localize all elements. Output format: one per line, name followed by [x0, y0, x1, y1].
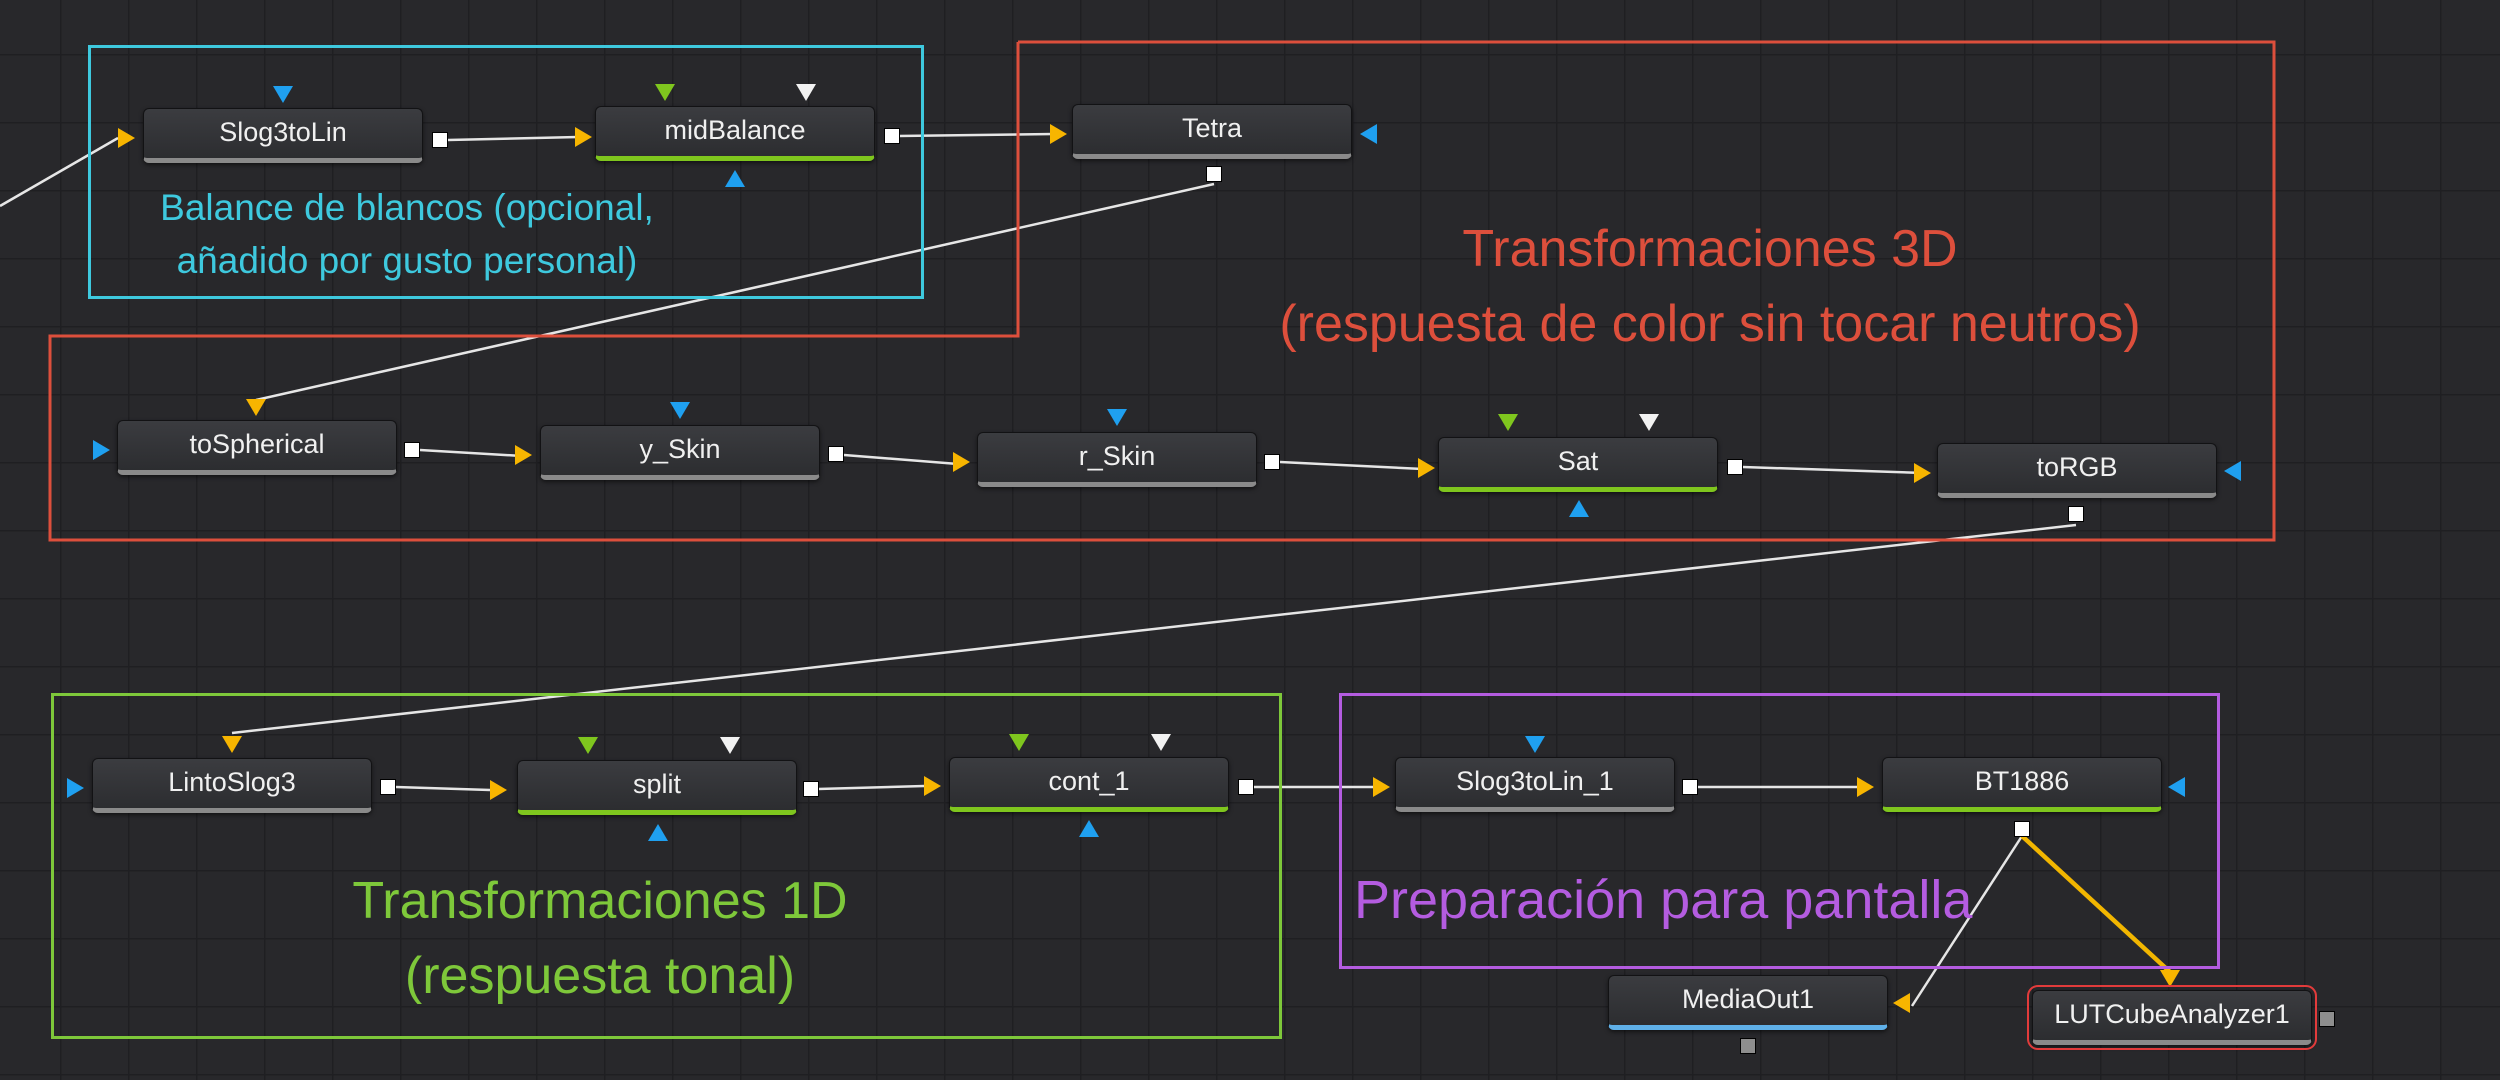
node-slog3tolin[interactable]: Slog3toLin: [143, 108, 423, 163]
tetra-output-icon[interactable]: [1206, 166, 1222, 182]
midbalance-output-icon[interactable]: [884, 128, 900, 144]
slog3tolin1-main-input-icon[interactable]: [1373, 777, 1390, 797]
lintoslog3-output-icon[interactable]: [380, 779, 396, 795]
transform-1d-label-line1: Transformaciones 1D: [352, 872, 848, 930]
midbalance-main-input-icon[interactable]: [575, 127, 592, 147]
node-torgb[interactable]: toRGB: [1937, 443, 2217, 498]
transform-3d-label-line2: (respuesta de color sin tocar neutros): [1279, 294, 2141, 353]
sat-mask-input-icon[interactable]: [1569, 500, 1589, 517]
split-mask-input-icon[interactable]: [648, 824, 668, 841]
wire-bt1886-to-mediaout1[interactable]: [1910, 835, 2024, 1007]
midbalance-aux-input-icon[interactable]: [796, 84, 816, 101]
sat-aux-input-icon[interactable]: [1639, 414, 1659, 431]
node-slog3tolin-1[interactable]: Slog3toLin_1: [1395, 757, 1675, 812]
tospherical-mask-input-icon[interactable]: [93, 440, 110, 460]
yskin-mask-input-icon[interactable]: [670, 402, 690, 419]
node-split[interactable]: split: [517, 760, 797, 815]
torgb-mask-input-icon[interactable]: [2224, 461, 2241, 481]
torgb-main-input-icon[interactable]: [1914, 463, 1931, 483]
wire-split-to-cont1[interactable]: [817, 784, 925, 791]
split-effect-input-icon[interactable]: [578, 737, 598, 754]
lintoslog3-mask-input-icon[interactable]: [67, 778, 84, 798]
tetra-mask-input-icon[interactable]: [1360, 124, 1377, 144]
node-lutcubeanalyzer1[interactable]: LUTCubeAnalyzer1: [2027, 985, 2317, 1050]
bt1886-main-input-icon[interactable]: [1857, 777, 1874, 797]
node-midbalance[interactable]: midBalance: [595, 106, 875, 161]
node-cont-1[interactable]: cont_1: [949, 757, 1229, 812]
tospherical-output-icon[interactable]: [404, 442, 420, 458]
mediaout1-output-icon[interactable]: [1740, 1038, 1756, 1054]
sat-main-input-icon[interactable]: [1418, 458, 1435, 478]
wire-midbalance-to-tetra[interactable]: [897, 132, 1055, 138]
wire-tospherical-to-yskin[interactable]: [419, 448, 523, 458]
split-aux-input-icon[interactable]: [720, 737, 740, 754]
mediaout1-input-icon[interactable]: [1893, 993, 1910, 1013]
group-display-prep[interactable]: [1339, 693, 2220, 969]
node-tospherical[interactable]: toSpherical: [117, 420, 397, 475]
node-r-skin[interactable]: r_Skin: [977, 432, 1257, 487]
midbalance-effect-input-icon[interactable]: [655, 84, 675, 101]
cont1-output-icon[interactable]: [1238, 779, 1254, 795]
wire-rskin-to-sat[interactable]: [1279, 460, 1424, 471]
tospherical-main-input-icon[interactable]: [246, 399, 266, 416]
cont1-aux-input-icon[interactable]: [1151, 734, 1171, 751]
split-output-icon[interactable]: [803, 781, 819, 797]
group-transform-3d-label: Transformaciones 3D (respuesta de color …: [1180, 212, 2240, 362]
yskin-main-input-icon[interactable]: [515, 445, 532, 465]
wire-lintoslog3-to-split[interactable]: [395, 785, 491, 792]
torgb-output-icon[interactable]: [2068, 506, 2084, 522]
node-bt1886[interactable]: BT1886: [1882, 757, 2162, 812]
node-sat[interactable]: Sat: [1438, 437, 1718, 492]
lutcubeanalyzer1-output-icon[interactable]: [2319, 1011, 2335, 1027]
slog3tolin1-mask-input-icon[interactable]: [1525, 736, 1545, 753]
group-display-prep-label: Preparación para pantalla: [1354, 870, 1973, 930]
slog3tolin-mask-input-icon[interactable]: [273, 86, 293, 103]
wire-sat-to-torgb[interactable]: [1742, 465, 1925, 475]
tetra-main-input-icon[interactable]: [1050, 124, 1067, 144]
wire-input-to-slog3tolin[interactable]: [0, 136, 119, 208]
rskin-output-icon[interactable]: [1264, 454, 1280, 470]
cont1-mask-input-icon[interactable]: [1079, 820, 1099, 837]
wire-yskin-to-rskin[interactable]: [843, 453, 959, 466]
bt1886-output-icon[interactable]: [2014, 821, 2030, 837]
node-y-skin[interactable]: y_Skin: [540, 425, 820, 480]
split-main-input-icon[interactable]: [490, 780, 507, 800]
slog3tolin1-output-icon[interactable]: [1682, 779, 1698, 795]
wire-bt1886-to-lutcubeanalyzer1[interactable]: [2020, 834, 2172, 974]
node-mediaout1[interactable]: MediaOut1: [1608, 975, 1888, 1030]
transform-3d-label-line1: Transformaciones 3D: [1462, 220, 1958, 278]
lutcubeanalyzer1-input-icon[interactable]: [2160, 970, 2180, 987]
node-tetra[interactable]: Tetra: [1072, 104, 1352, 159]
group-white-balance-label: Balance de blancos (opcional, añadido po…: [112, 182, 702, 287]
group-white-balance[interactable]: [88, 45, 924, 299]
midbalance-mask-input-icon[interactable]: [725, 170, 745, 187]
white-balance-label-line2: añadido por gusto personal): [176, 239, 638, 281]
cont1-main-input-icon[interactable]: [924, 776, 941, 796]
sat-effect-input-icon[interactable]: [1498, 414, 1518, 431]
wire-slog3tolin-to-midbalance[interactable]: [447, 135, 579, 142]
node-lintoslog3[interactable]: LintoSlog3: [92, 758, 372, 813]
transform-1d-label-line2: (respuesta tonal): [404, 946, 796, 1005]
slog3tolin-output-icon[interactable]: [432, 132, 448, 148]
group-transform-1d-label: Transformaciones 1D (respuesta tonal): [250, 864, 950, 1014]
rskin-main-input-icon[interactable]: [953, 452, 970, 472]
group-transform-1d[interactable]: [51, 693, 1282, 1039]
wire-torgb-to-lintoslog3[interactable]: [231, 523, 2077, 735]
white-balance-label-line1: Balance de blancos (opcional,: [160, 187, 654, 228]
lintoslog3-main-input-icon[interactable]: [222, 736, 242, 753]
yskin-output-icon[interactable]: [828, 446, 844, 462]
wire-tetra-to-tospherical[interactable]: [255, 182, 1215, 402]
rskin-mask-input-icon[interactable]: [1107, 409, 1127, 426]
cont1-effect-input-icon[interactable]: [1009, 734, 1029, 751]
slog3tolin-main-input-icon[interactable]: [118, 128, 135, 148]
sat-output-icon[interactable]: [1727, 459, 1743, 475]
bt1886-mask-input-icon[interactable]: [2168, 777, 2185, 797]
